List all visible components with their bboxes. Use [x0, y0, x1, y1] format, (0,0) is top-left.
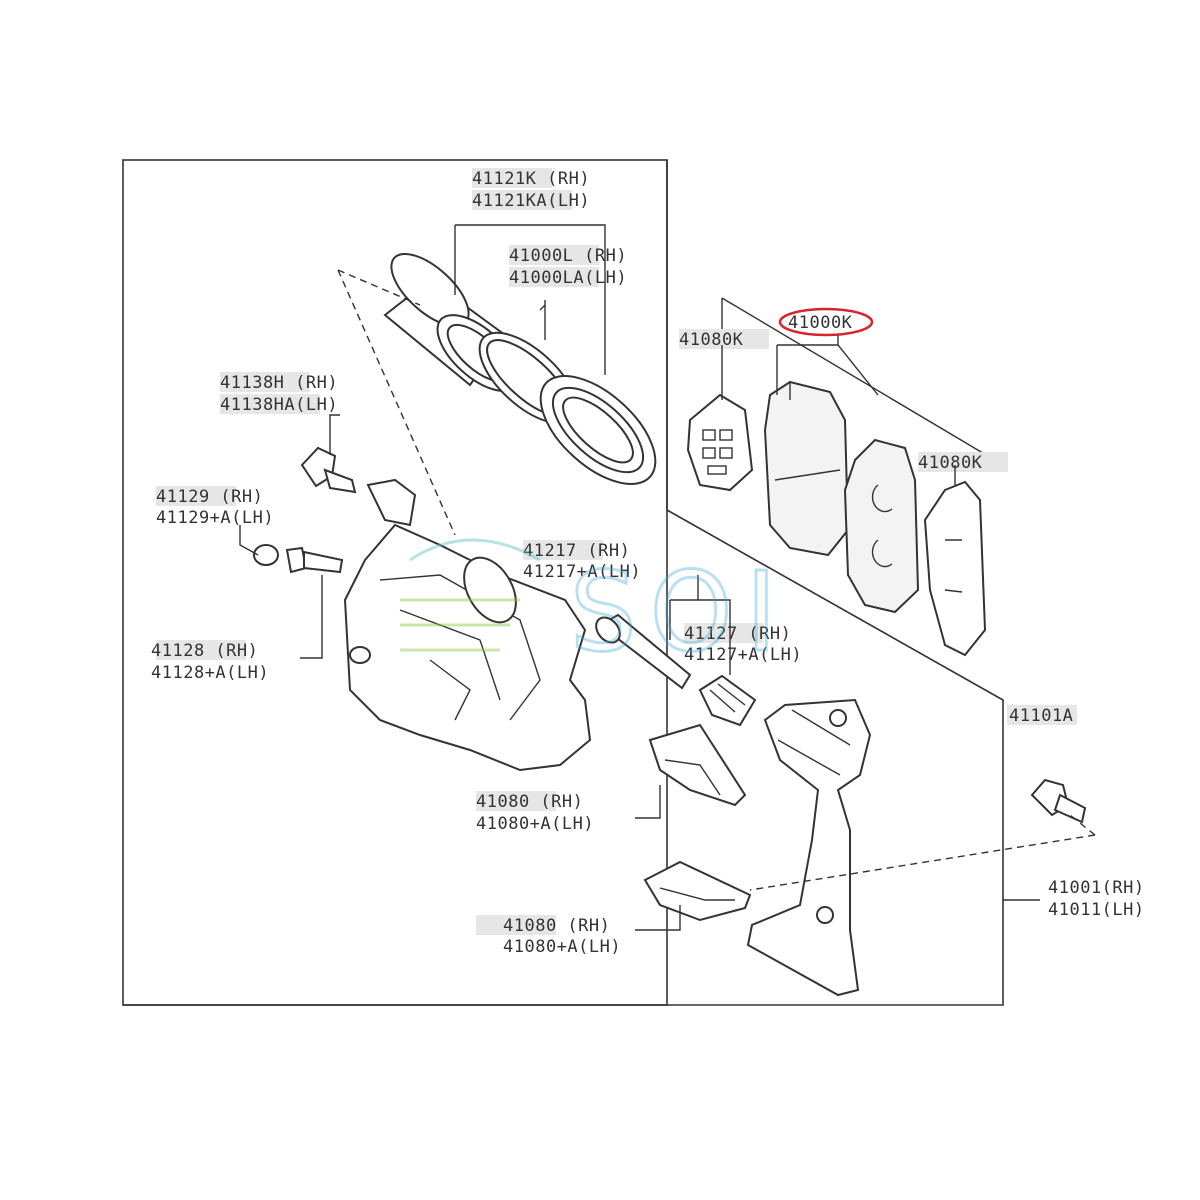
pad-kit-highlight-circle [778, 307, 874, 337]
pad-clip-upper [648, 723, 747, 807]
label-backgrounds [156, 168, 1077, 935]
leader-lines [239, 224, 1040, 931]
brake-pad-outer [843, 438, 920, 614]
caliper-body [343, 478, 592, 772]
pad-shim-left [686, 393, 754, 492]
support-bolt [1030, 778, 1087, 824]
pad-kit-frame-top [721, 297, 1004, 466]
label-cap-rh: 41129 (RH) [156, 487, 263, 507]
pad-kit-frame [123, 160, 1004, 1006]
label-seal-kit-rh: 41000L (RH) [509, 246, 627, 266]
label-clip-upper-lh: 41080+A(LH) [476, 814, 594, 834]
bleeder-cap [253, 544, 279, 566]
label-support-lh: 41011(LH) [1048, 900, 1145, 920]
label-bolt-lh: 41128+A(LH) [151, 663, 269, 683]
label-clip-lower-rh: 41080 (RH) [503, 916, 610, 936]
label-clip-upper-rh: 41080 (RH) [476, 792, 583, 812]
dust-boot [539, 375, 657, 485]
label-bleeder-rh: 41138H (RH) [220, 373, 338, 393]
part-labels: 41121K (RH) 41121KA(LH) 41000L (RH) 4100… [151, 169, 1145, 957]
watermark-text: SOI [570, 548, 790, 676]
bleeder-screw [300, 446, 357, 494]
alignment-dashes [337, 269, 1096, 891]
label-pad-kit: 41000K [788, 313, 853, 333]
label-bleeder-lh: 41138HA(LH) [220, 395, 338, 415]
label-piston-rh: 41121K (RH) [472, 169, 590, 189]
caliper-support [746, 698, 872, 997]
guide-bolt [285, 546, 344, 574]
label-shim-right: 41080K [918, 453, 983, 473]
label-seal-kit-lh: 41000LA(LH) [509, 268, 627, 288]
pin-boot [698, 674, 757, 727]
label-clip-lower-lh: 41080+A(LH) [503, 937, 621, 957]
brake-pad-inner [763, 380, 850, 557]
pad-shim-right [923, 480, 987, 657]
label-support-bolt: 41101A [1009, 706, 1073, 726]
guide-pin [595, 613, 692, 690]
label-pin-rh: 41217 (RH) [523, 541, 630, 561]
label-boot-lh: 41127+A(LH) [684, 645, 802, 665]
label-pin-lh: 41217+A(LH) [523, 562, 641, 582]
label-cap-lh: 41129+A(LH) [156, 508, 274, 528]
label-piston-lh: 41121KA(LH) [472, 191, 590, 211]
label-bolt-rh: 41128 (RH) [151, 641, 258, 661]
pad-clip-lower [643, 860, 752, 922]
label-boot-rh: 41127 (RH) [684, 624, 791, 644]
label-shim-left: 41080K [679, 330, 744, 350]
watermark-logo: SOI [400, 538, 790, 678]
label-support-rh: 41001(RH) [1048, 878, 1145, 898]
